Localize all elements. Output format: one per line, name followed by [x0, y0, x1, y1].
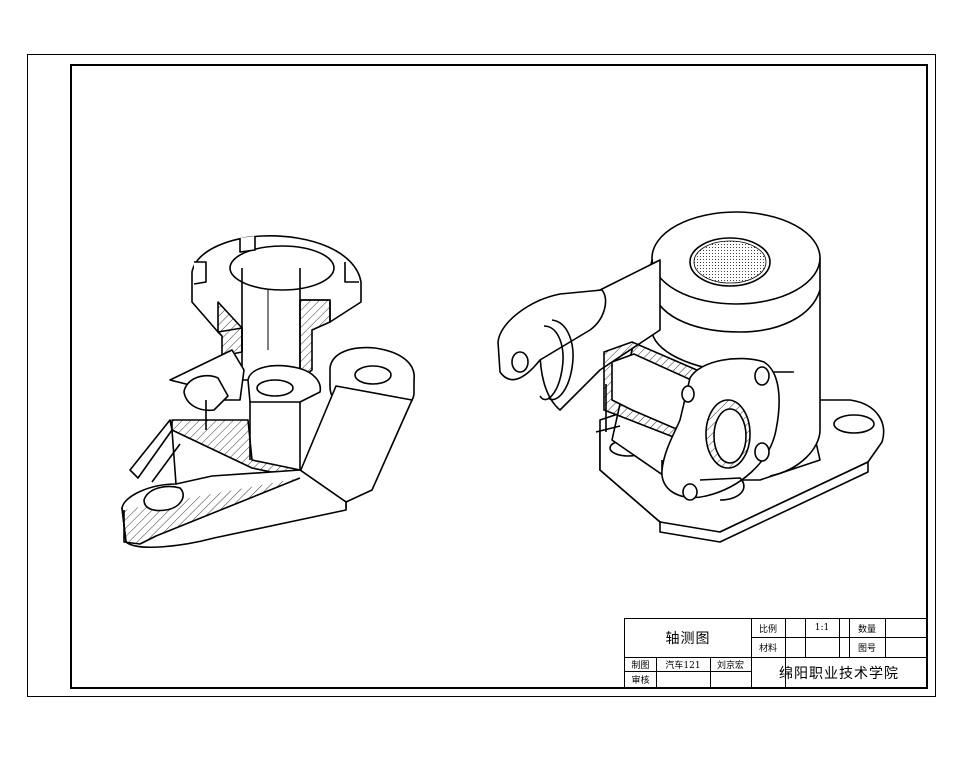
- drawn-label: 制图: [631, 660, 650, 671]
- scale-value: 1:1: [814, 623, 830, 633]
- school-name: 绵阳职业技术学院: [779, 665, 899, 682]
- outer-border: [27, 54, 936, 697]
- checked-label: 审核: [631, 676, 650, 686]
- external-isometric-view: [497, 211, 885, 543]
- material-label: 材料: [758, 643, 777, 654]
- title-block: 轴测图 比例 1:1 数量 材料 图号 制图 汽车121 刘京宏 审核 绵阳职业…: [624, 618, 928, 689]
- drawn-class: 汽车121: [665, 660, 701, 671]
- drawing-number-label: 图号: [857, 643, 876, 654]
- drawn-name: 刘京宏: [716, 660, 744, 671]
- quantity-label: 数量: [857, 624, 876, 635]
- sectioned-isometric-view: [121, 235, 415, 549]
- scale-label: 比例: [758, 624, 777, 635]
- inner-border: [70, 64, 928, 689]
- drawing-title: 轴测图: [665, 631, 711, 647]
